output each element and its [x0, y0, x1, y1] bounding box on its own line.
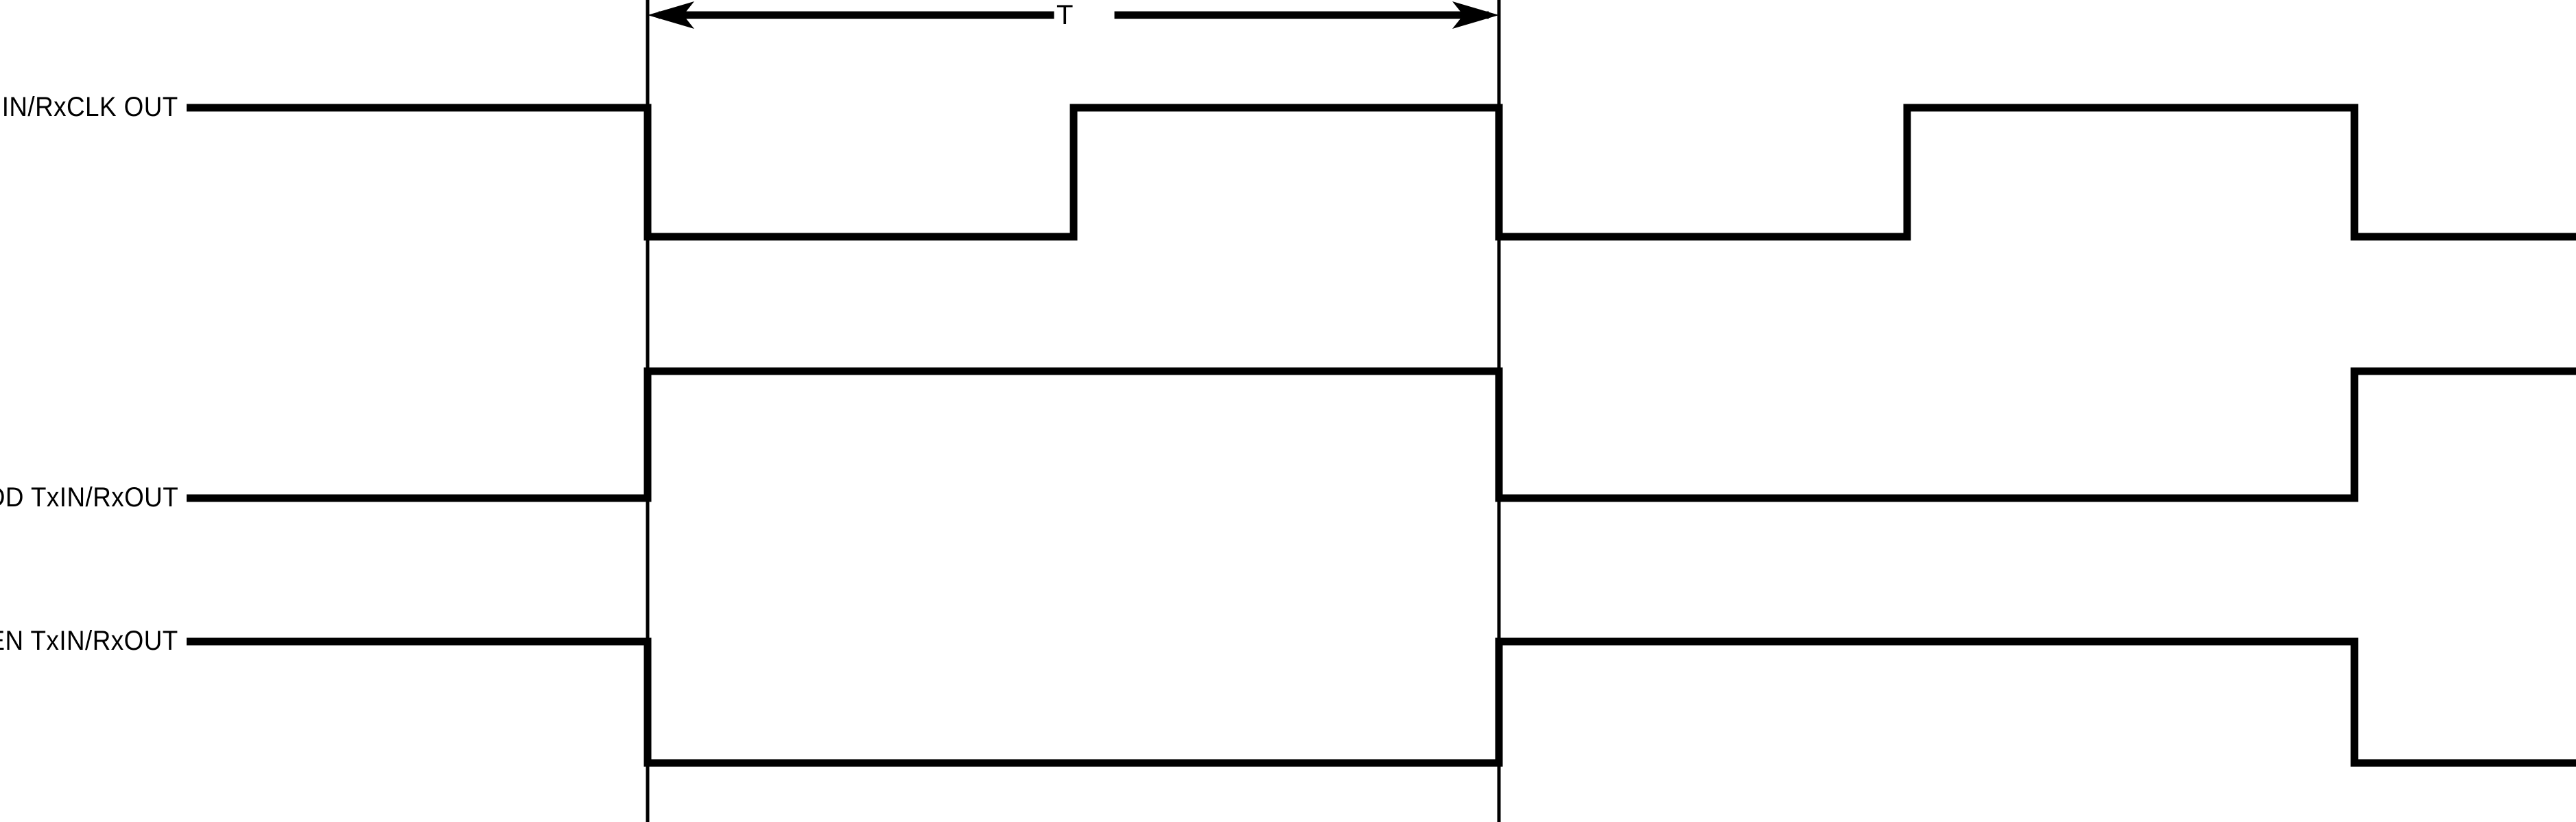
waveform-txclk-in-rxclk-out	[187, 104, 2576, 241]
waveform-path-odd	[187, 367, 2576, 502]
signal-label-odd-txin-rxout: ODD TxIN/RxOUT	[0, 482, 179, 513]
period-arrow-group	[648, 1, 1499, 29]
waveform-path-even	[187, 637, 2576, 767]
waveform-odd-txin-rxout	[187, 367, 2576, 502]
waveform-even-txin-rxout	[187, 637, 2576, 767]
period-arrow-head-left	[648, 1, 694, 29]
period-label-t: T	[1056, 0, 1074, 30]
signal-label-even-txin-rxout: EVEN TxIN/RxOUT	[0, 626, 178, 656]
waveform-path-clock	[187, 104, 2576, 241]
signal-label-txclk-in-rxclk-out: TxCLK IN/RxCLK OUT	[0, 92, 178, 122]
period-arrow-head-right	[1452, 1, 1499, 29]
